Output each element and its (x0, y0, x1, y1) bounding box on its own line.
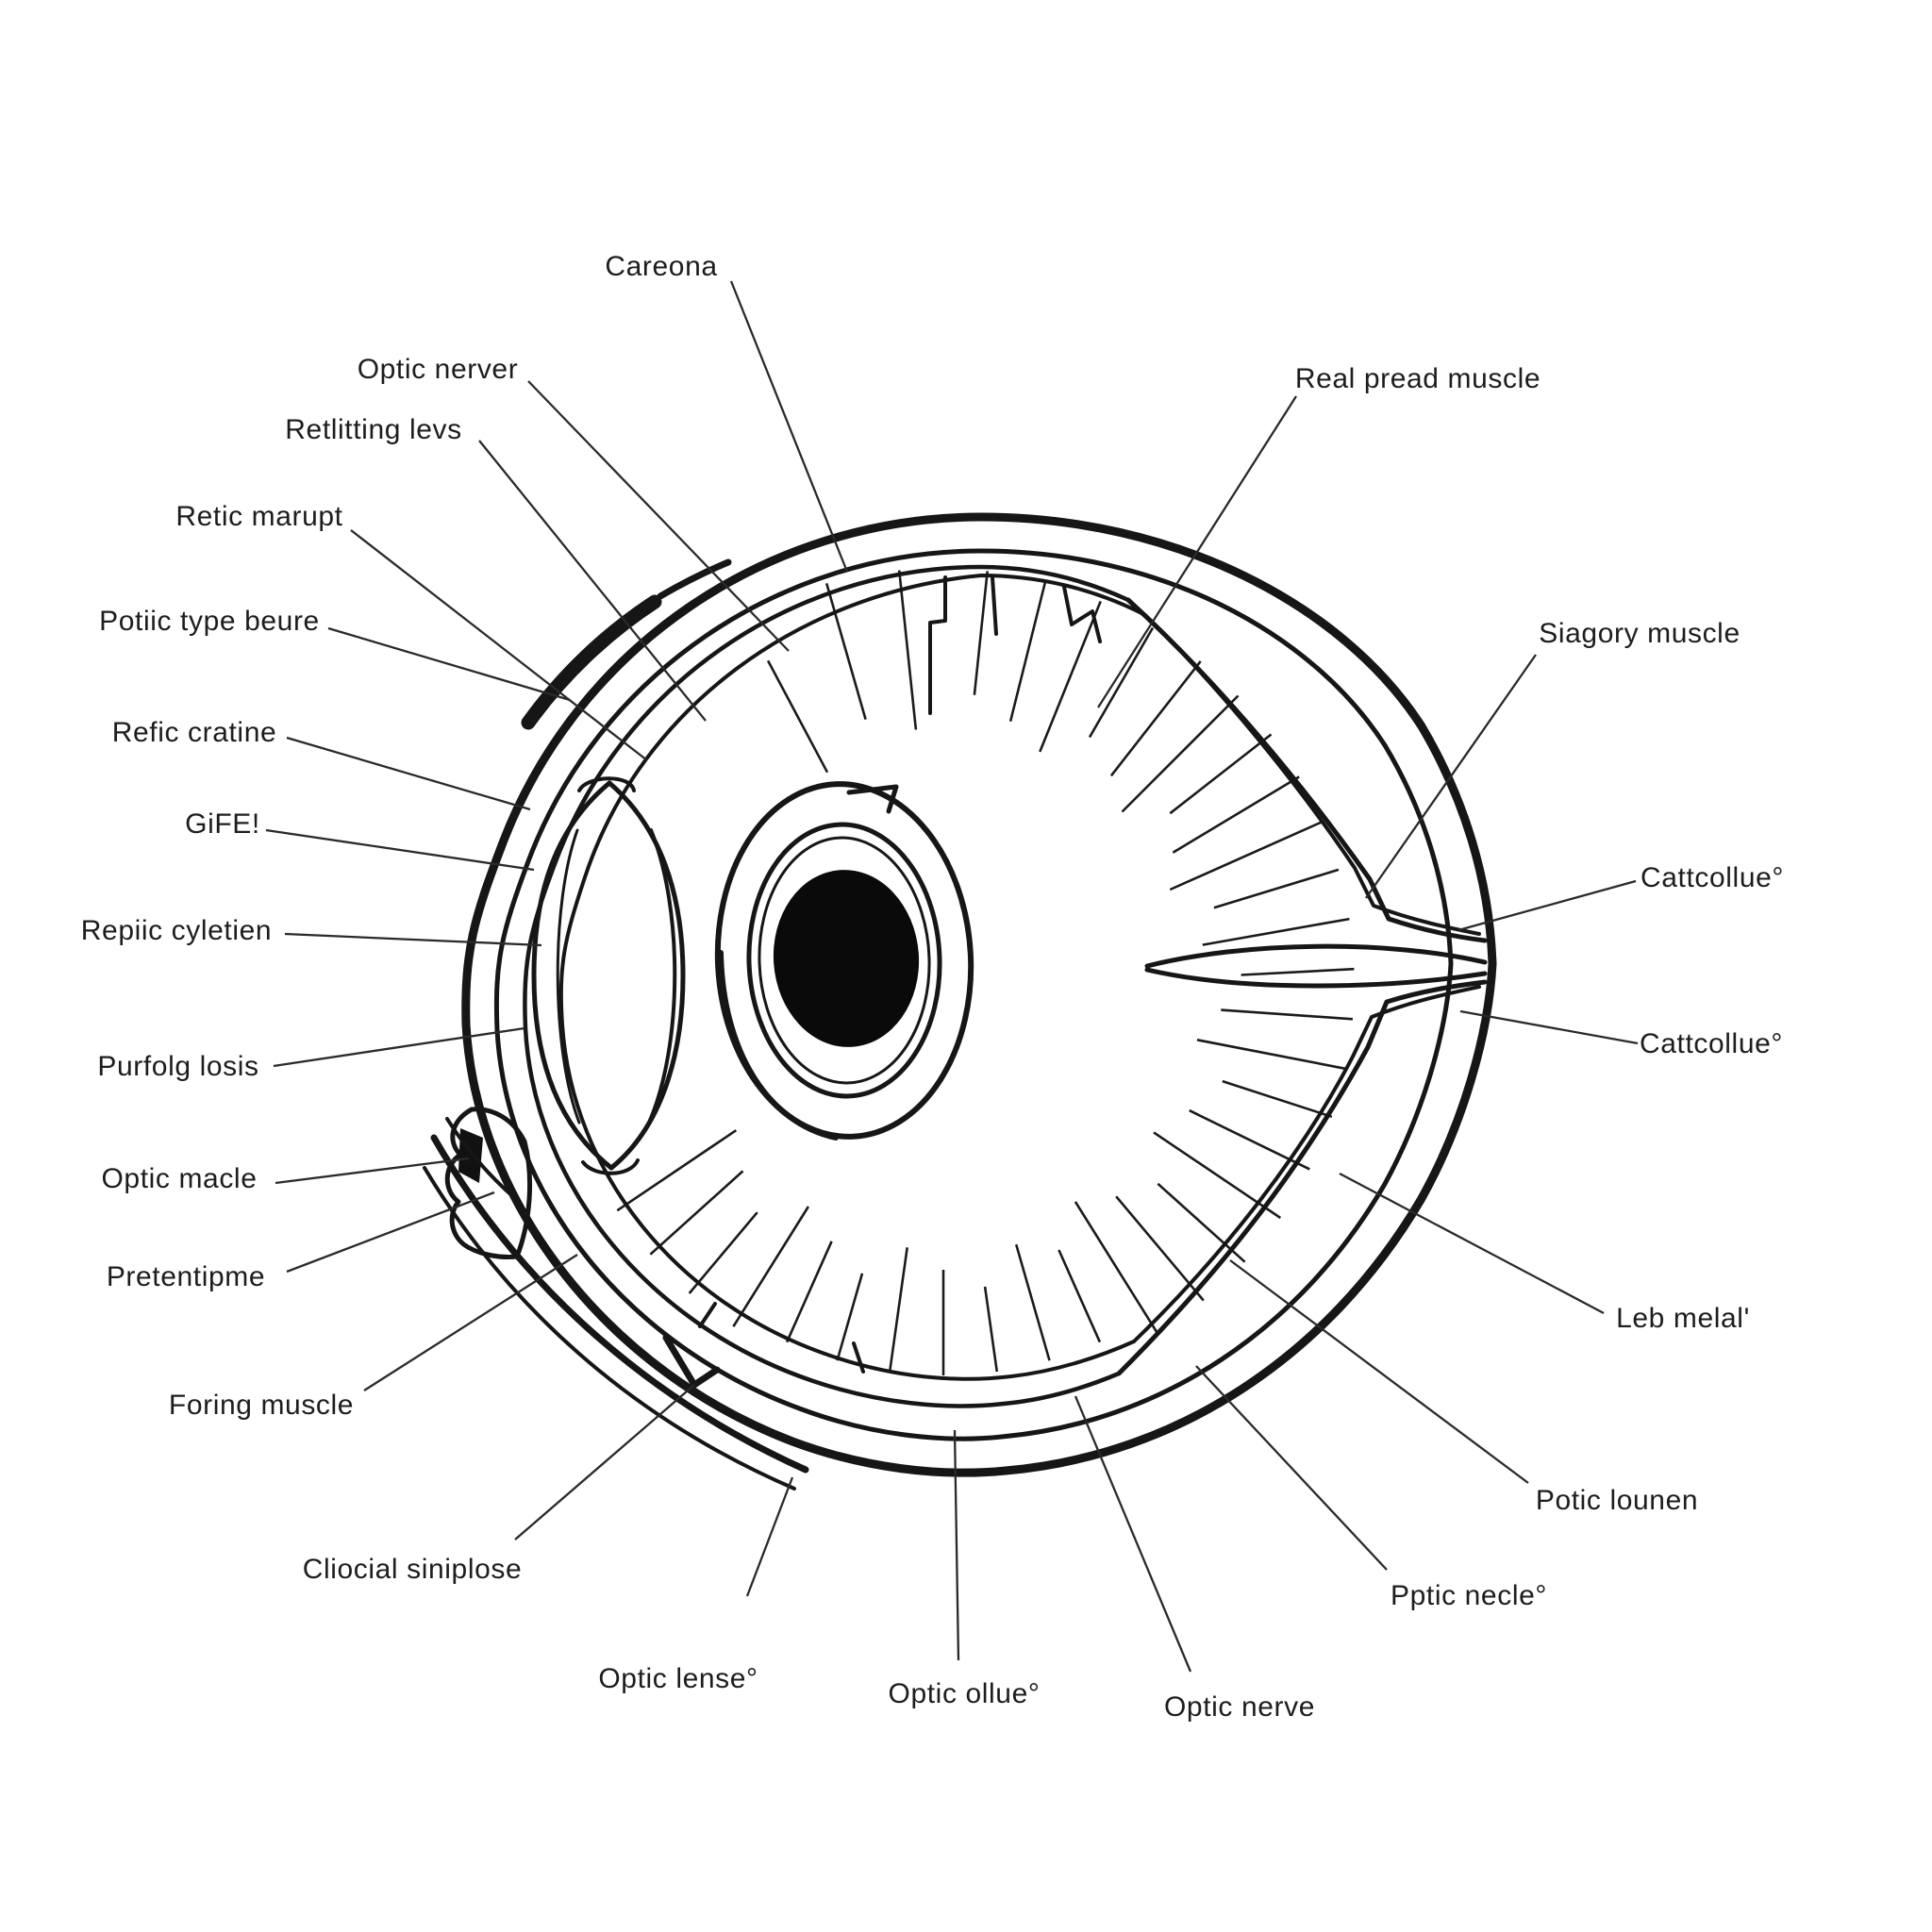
leader-line (478, 440, 707, 722)
anatomy-label: Optic macle (102, 1163, 258, 1194)
anatomy-label: Cattcollue° (1640, 1028, 1783, 1059)
leader-line (1229, 1259, 1529, 1484)
leader-line (1339, 1172, 1605, 1315)
vitreous-ray (1039, 600, 1102, 753)
leader-line (327, 626, 571, 702)
vitreous-ray (616, 1129, 738, 1212)
vitreous-ray (1221, 1008, 1353, 1021)
optic-nerve-wedges (1116, 597, 1488, 1376)
vitreous-ray (897, 570, 918, 730)
anatomy-label: Careona (605, 251, 717, 282)
anatomy-label: Leb melal' (1616, 1303, 1750, 1334)
sclera-outline (461, 512, 1497, 1477)
leader-line (286, 1191, 495, 1274)
anatomy-label: Pretentipme (107, 1261, 265, 1292)
vitreous-ray (1241, 967, 1355, 976)
vitreous-ray (1008, 581, 1047, 723)
anatomy-label: Purfolg losis (97, 1051, 258, 1082)
vitreous-ray (1172, 775, 1300, 854)
leader-lines-layer (265, 280, 1639, 1673)
vitreous-ray (836, 1273, 864, 1361)
leader-line (286, 736, 531, 811)
iris-rings (714, 781, 974, 1141)
vitreous-ray (1169, 733, 1273, 815)
leader-line (350, 529, 648, 761)
vitreous-ray (649, 1170, 744, 1256)
vitreous-ray (1121, 694, 1240, 813)
vitreous-ray (824, 583, 867, 720)
leader-line (275, 1157, 470, 1185)
leader-line (953, 1429, 960, 1661)
vitreous-ray (1196, 1039, 1346, 1071)
lens (531, 776, 686, 1175)
leader-line (265, 828, 535, 872)
vitreous-ray (983, 1286, 999, 1373)
vitreous-ray (888, 1247, 908, 1373)
vitreous-ray (766, 659, 829, 774)
leader-line (1365, 654, 1537, 899)
vitreous-ray (1014, 1243, 1051, 1361)
vitreous-ray (688, 1211, 758, 1294)
anatomy-label: Retic marupt (175, 501, 342, 532)
choroid-ring (523, 564, 1131, 1408)
vitreous-ray (973, 571, 989, 695)
anatomy-label: GiFE! (185, 808, 260, 840)
anatomy-label: Repiic cyletien (81, 915, 272, 946)
vitreous-ray (1058, 1249, 1102, 1343)
vitreous-ray (1109, 660, 1202, 777)
vitreous-ray (1074, 1201, 1158, 1334)
anatomy-label: Potic lounen (1536, 1485, 1698, 1516)
leader-line (363, 1254, 578, 1391)
leader-line (745, 1476, 794, 1597)
anatomy-label: Retlitting levs (285, 414, 461, 445)
pupil (773, 870, 920, 1047)
anatomy-label: Optic nerve (1164, 1691, 1315, 1723)
leader-line (527, 380, 790, 652)
leader-line (1097, 395, 1297, 708)
anatomy-label: Real pread muscle (1295, 363, 1541, 394)
vitreous-ray (1169, 821, 1323, 891)
leader-line (1074, 1395, 1192, 1673)
anatomy-label: Cliocial siniplose (303, 1554, 523, 1585)
vitreous-ray (1222, 1079, 1333, 1119)
vitreous-ray (785, 1241, 833, 1343)
cornea-thick-arc (521, 558, 732, 730)
anatomy-label: Pptic necle° (1391, 1580, 1547, 1611)
leader-line (1459, 1009, 1639, 1045)
vitreous-ray (1202, 917, 1350, 946)
leader-line (1195, 1365, 1388, 1571)
anatomy-label: Optic nerver (358, 354, 519, 385)
leader-line (284, 932, 542, 947)
vitreous-ray (732, 1206, 810, 1327)
fovea-spindle (1144, 943, 1488, 989)
anatomy-label: Siagory muscle (1539, 618, 1740, 649)
vitreous-ray (1213, 868, 1340, 909)
vitreous-rays (616, 570, 1355, 1375)
anatomy-label: Foring muscle (169, 1390, 354, 1421)
anatomy-label: Refic cratine (112, 717, 277, 748)
leader-line (729, 280, 849, 573)
anatomy-label: Optic lense° (598, 1663, 758, 1694)
anatomy-label: Cattcollue° (1641, 862, 1784, 893)
leader-line (1457, 879, 1637, 932)
anatomy-label: Optic ollue° (889, 1678, 1041, 1709)
leader-line (273, 1026, 525, 1068)
leader-line (514, 1384, 695, 1541)
anatomy-label: Potiic type beure (99, 606, 320, 637)
retina-lining (558, 574, 1147, 1381)
vitreous-ray (1088, 626, 1155, 739)
